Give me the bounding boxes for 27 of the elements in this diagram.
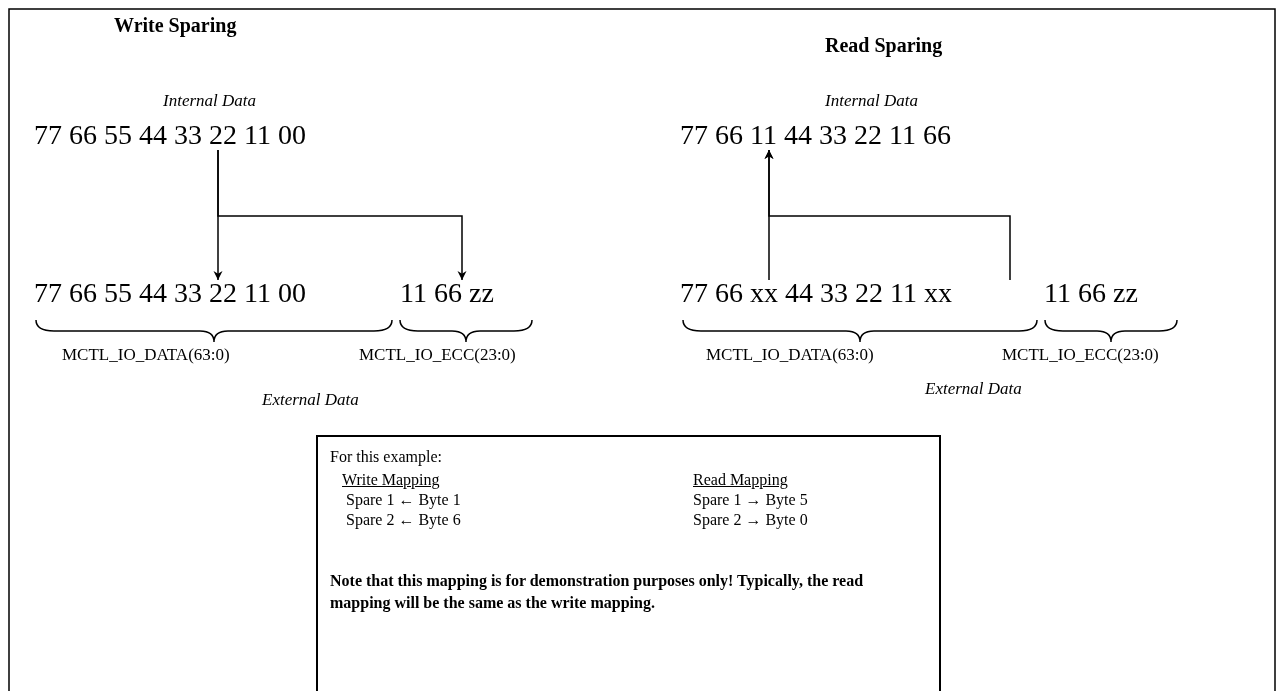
- arrow: [217, 149, 467, 281]
- row-caption: External Data: [262, 390, 359, 410]
- row-caption: Internal Data: [163, 91, 257, 111]
- signal-name: MCTL_IO_ECC(23:0): [359, 345, 516, 365]
- section-title: Write Sparing: [114, 14, 237, 37]
- note-text: Note that this mapping is for demonstration purposes only! Typically, the read mapping will be the same as the write mapping.: [330, 571, 865, 614]
- arrow: [764, 149, 1011, 281]
- byte-sequence: 11 66 zz: [1044, 276, 1138, 310]
- mapping-entry: Spare 1 → Byte 5: [693, 490, 808, 510]
- row-caption: Internal Data: [825, 91, 919, 111]
- byte-sequence: 77 66 11 44 33 22 11 66: [680, 118, 951, 152]
- section-title: Read Sparing: [825, 34, 943, 57]
- note-box: [316, 435, 941, 691]
- column-heading: Read Mapping: [693, 470, 788, 490]
- signal-name: MCTL_IO_DATA(63:0): [62, 345, 230, 365]
- mapping-entry: Spare 2 → Byte 0: [693, 510, 808, 530]
- byte-sequence: 11 66 zz: [400, 276, 494, 310]
- signal-name: MCTL_IO_DATA(63:0): [706, 345, 874, 365]
- mapping-entry: Spare 1 ← Byte 1: [346, 490, 461, 510]
- row-caption: External Data: [925, 379, 1022, 399]
- column-heading: Write Mapping: [342, 470, 440, 490]
- byte-sequence: 77 66 55 44 33 22 11 00: [34, 118, 306, 152]
- byte-sequence: 77 66 xx 44 33 22 11 xx: [680, 276, 952, 310]
- mapping-entry: Spare 2 ← Byte 6: [346, 510, 461, 530]
- example-heading: For this example:: [330, 447, 442, 467]
- byte-sequence: 77 66 55 44 33 22 11 00: [34, 276, 306, 310]
- signal-name: MCTL_IO_ECC(23:0): [1002, 345, 1159, 365]
